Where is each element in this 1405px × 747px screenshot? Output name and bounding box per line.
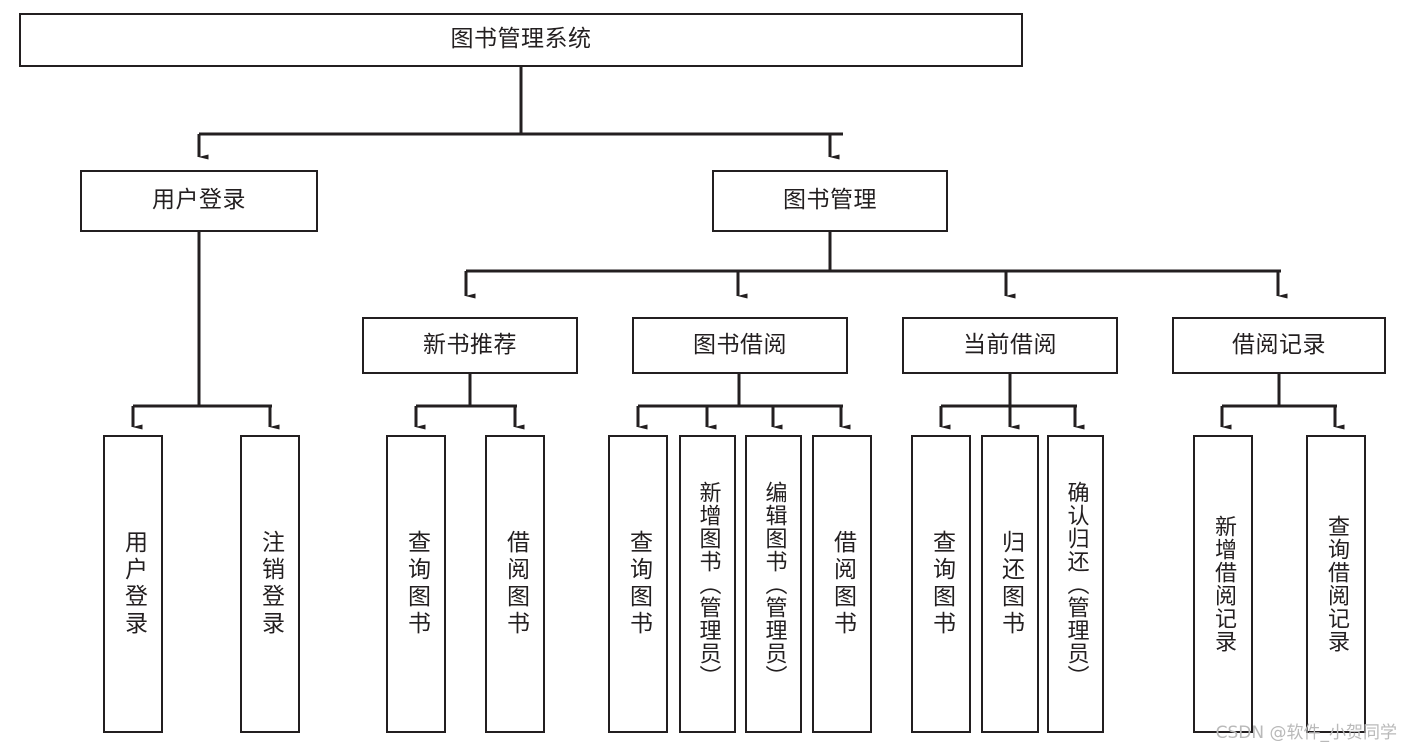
node-book-borrow-label: 图书借阅	[693, 331, 787, 358]
node-borrow-record[interactable]: 借阅记录	[1172, 317, 1386, 374]
node-leaf-add-record-label: 新增借阅记录	[1211, 515, 1236, 653]
node-current-borrow[interactable]: 当前借阅	[902, 317, 1118, 374]
node-leaf-add-record[interactable]: 新增借阅记录	[1193, 435, 1253, 733]
node-root-label: 图书管理系统	[450, 26, 592, 53]
node-book-management[interactable]: 图书管理	[712, 170, 948, 232]
node-book-borrow[interactable]: 图书借阅	[632, 317, 848, 374]
node-leaf-add-book[interactable]: 新增图书（管理员）	[679, 435, 736, 733]
node-leaf-query-book-2-label: 查询图书	[625, 530, 652, 638]
node-leaf-return-book[interactable]: 归还图书	[981, 435, 1039, 733]
node-new-book-recommend-label: 新书推荐	[423, 331, 517, 358]
node-book-management-label: 图书管理	[783, 187, 877, 214]
node-leaf-query-record[interactable]: 查询借阅记录	[1306, 435, 1366, 733]
node-leaf-borrow-book-2-label: 借阅图书	[829, 530, 856, 638]
node-leaf-query-book-1[interactable]: 查询图书	[386, 435, 446, 733]
node-leaf-query-book-3-label: 查询图书	[928, 530, 955, 638]
node-leaf-query-book-1-label: 查询图书	[403, 530, 430, 638]
node-user-login-label: 用户登录	[152, 187, 246, 214]
node-leaf-user-login-label: 用户登录	[120, 530, 147, 638]
node-leaf-add-book-label: 新增图书（管理员）	[695, 480, 721, 688]
node-leaf-query-book-2[interactable]: 查询图书	[608, 435, 668, 733]
node-leaf-user-login[interactable]: 用户登录	[103, 435, 163, 733]
node-root[interactable]: 图书管理系统	[19, 13, 1023, 67]
node-leaf-borrow-book-1-label: 借阅图书	[502, 530, 529, 638]
node-leaf-logout-label: 注销登录	[257, 530, 284, 638]
node-leaf-query-record-label: 查询借阅记录	[1324, 515, 1349, 653]
node-current-borrow-label: 当前借阅	[963, 331, 1057, 358]
node-user-login[interactable]: 用户登录	[80, 170, 318, 232]
node-leaf-return-book-label: 归还图书	[997, 530, 1024, 638]
node-leaf-query-book-3[interactable]: 查询图书	[911, 435, 971, 733]
watermark-text: CSDN @软件_小贺同学	[1215, 723, 1397, 743]
node-leaf-borrow-book-2[interactable]: 借阅图书	[812, 435, 872, 733]
node-leaf-confirm-return-label: 确认归还（管理员）	[1063, 480, 1089, 688]
node-leaf-edit-book-label: 编辑图书（管理员）	[761, 480, 787, 688]
node-leaf-borrow-book-1[interactable]: 借阅图书	[485, 435, 545, 733]
node-leaf-confirm-return[interactable]: 确认归还（管理员）	[1047, 435, 1104, 733]
node-borrow-record-label: 借阅记录	[1232, 331, 1326, 358]
node-leaf-logout[interactable]: 注销登录	[240, 435, 300, 733]
node-leaf-edit-book[interactable]: 编辑图书（管理员）	[745, 435, 802, 733]
node-new-book-recommend[interactable]: 新书推荐	[362, 317, 578, 374]
